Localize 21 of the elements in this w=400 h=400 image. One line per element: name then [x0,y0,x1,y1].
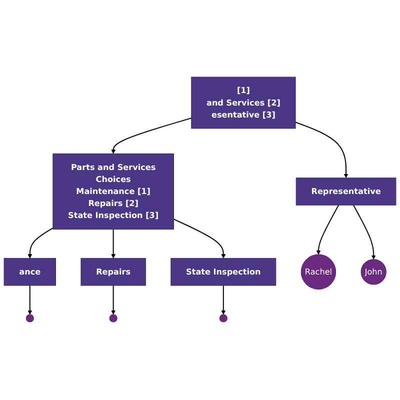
node-box: Parts and Services Choices Maintenance [1] Repairs [2] State Inspection [3] [52,154,174,230]
node-circle [109,314,118,323]
arrow [111,230,116,259]
arrow [353,205,376,260]
node-box: [1] and Services [2] esentative [3] [191,77,296,130]
node-box: Repairs [80,258,146,286]
arrow [28,286,32,316]
node-box: ance [4,258,56,286]
arrow [111,286,116,316]
arrow [174,219,226,259]
arrow [28,228,54,259]
arrow [111,118,192,154]
node-circle: John [360,260,386,286]
node-circle [219,314,228,323]
arrow [221,286,226,316]
node-box: State Inspection [170,258,276,286]
arrow [295,122,348,179]
node-circle: Rachel [300,254,336,290]
arrow [316,205,340,256]
node-circle [26,314,34,323]
node-box: Representative [296,178,396,206]
